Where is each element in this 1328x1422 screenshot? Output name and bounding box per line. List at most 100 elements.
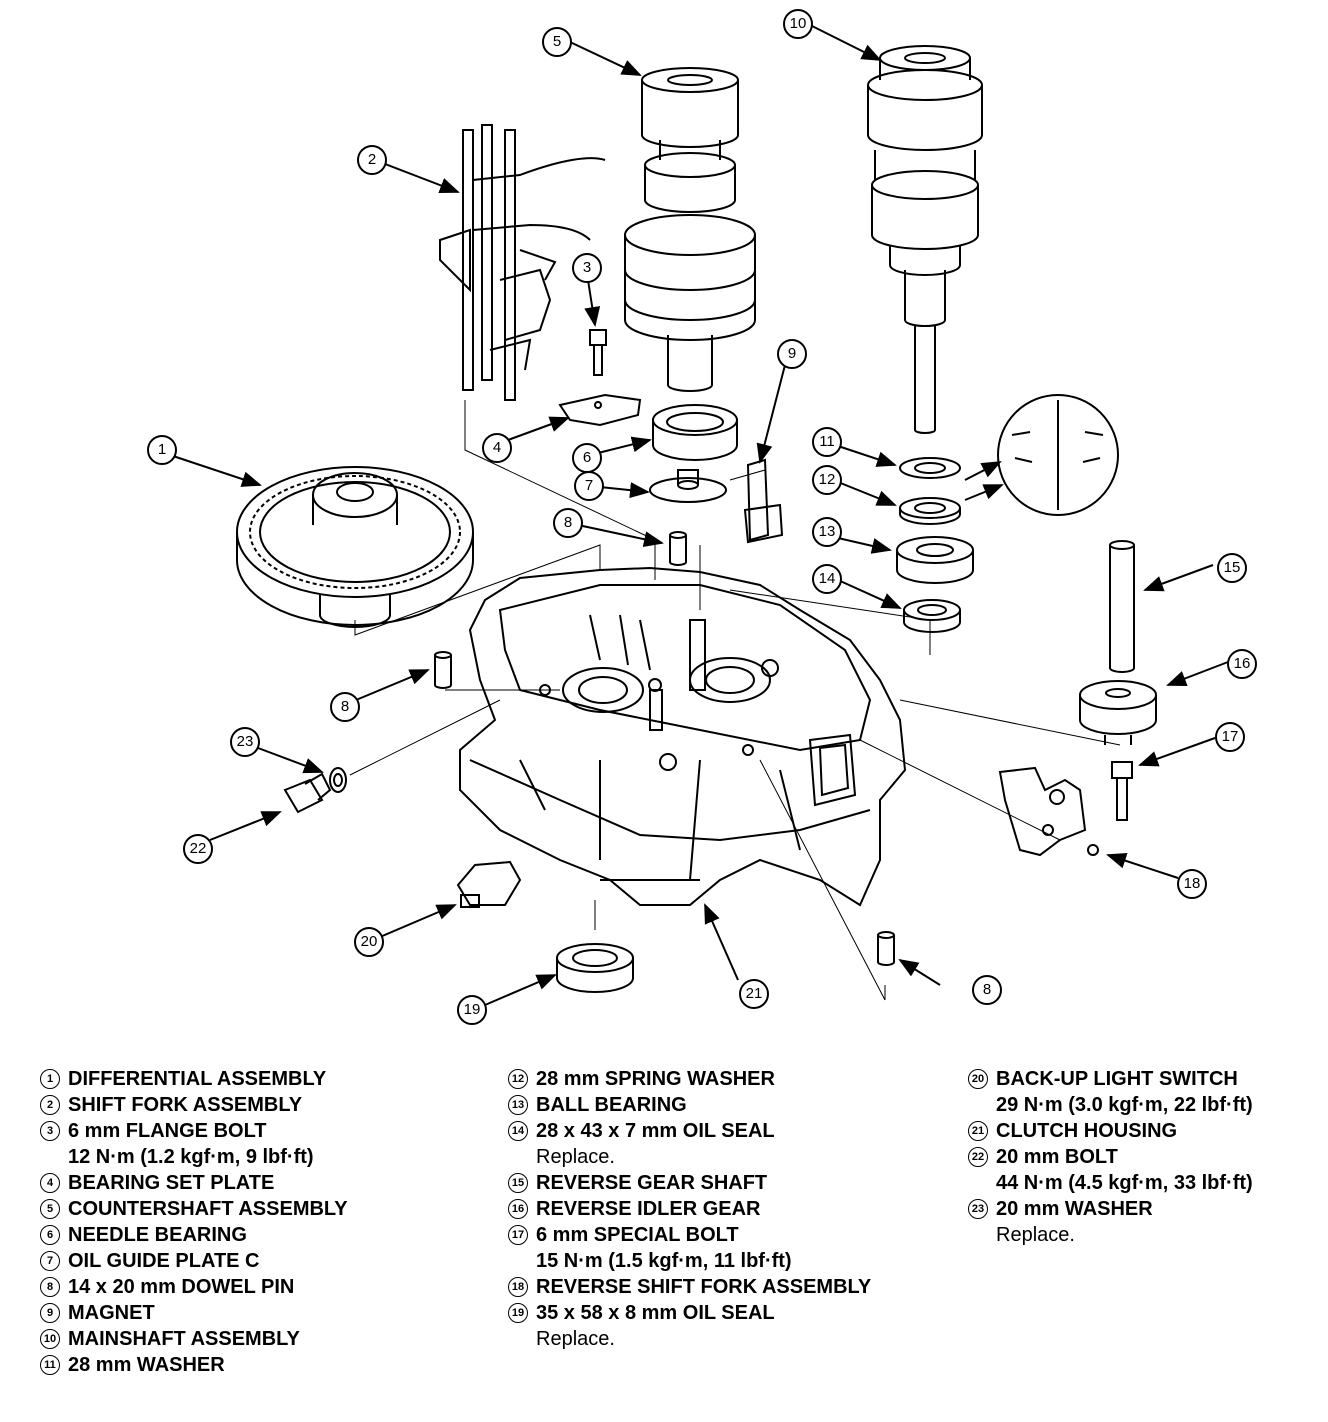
legend-item-23: 23 20 mm WASHER (968, 1196, 1253, 1222)
legend-num: 18 (508, 1277, 528, 1297)
clutch-housing (459, 566, 907, 907)
legend-torque-spec: 15 N·m (1.5 kgf·m, 11 lbf·ft) (536, 1250, 792, 1272)
legend-name: BACK-UP LIGHT SWITCH (996, 1068, 1238, 1090)
legend-column-3: 20 BACK-UP LIGHT SWITCH 29 N·m (3.0 kgf·m… (968, 1066, 1253, 1248)
callout-23: 23 (230, 727, 260, 757)
reverse-shift-fork-assembly (998, 766, 1099, 857)
legend-num: 5 (40, 1199, 60, 1219)
legend-name: DIFFERENTIAL ASSEMBLY (68, 1068, 327, 1090)
legend-name: 35 x 58 x 8 mm OIL SEAL (536, 1302, 775, 1324)
legend-name: REVERSE SHIFT FORK ASSEMBLY (536, 1276, 872, 1298)
oil-guide-plate (649, 469, 727, 503)
legend-name: REVERSE IDLER GEAR (536, 1198, 761, 1220)
callout-13: 13 (812, 517, 842, 547)
28mm-washer (899, 457, 961, 479)
magnet (743, 458, 784, 544)
legend-name: MAINSHAFT ASSEMBLY (68, 1328, 300, 1350)
callout-4: 4 (482, 433, 512, 463)
countershaft-assembly (624, 67, 756, 392)
legend-item-4: 4 BEARING SET PLATE (40, 1170, 348, 1196)
legend-name: BALL BEARING (536, 1094, 687, 1116)
legend-item-8: 8 14 x 20 mm DOWEL PIN (40, 1274, 348, 1300)
legend-num: 22 (968, 1147, 988, 1167)
back-up-light-switch (456, 860, 522, 908)
legend-num: 23 (968, 1199, 988, 1219)
legend-column-1: 1 DIFFERENTIAL ASSEMBLY 2 SHIFT FORK ASSEM… (40, 1066, 348, 1378)
legend-num: 8 (40, 1277, 60, 1297)
legend-num: 6 (40, 1225, 60, 1245)
callout-7: 7 (574, 471, 604, 501)
legend-item-10: 10 MAINSHAFT ASSEMBLY (40, 1326, 348, 1352)
legend-num: 4 (40, 1173, 60, 1193)
callout-12: 12 (812, 465, 842, 495)
legend-name: BEARING SET PLATE (68, 1172, 275, 1194)
legend-num: 10 (40, 1329, 60, 1349)
legend-num: 7 (40, 1251, 60, 1271)
legend-torque-spec: 44 N·m (4.5 kgf·m, 33 lbf·ft) (996, 1172, 1253, 1194)
legend-num: 11 (40, 1355, 60, 1375)
legend-item-6: 6 NEEDLE BEARING (40, 1222, 348, 1248)
legend-name: 6 mm FLANGE BOLT (68, 1120, 267, 1142)
legend-num: 13 (508, 1095, 528, 1115)
callout-15: 15 (1217, 553, 1247, 583)
legend-num: 2 (40, 1095, 60, 1115)
callout-16: 16 (1227, 649, 1257, 679)
legend-name: 28 x 43 x 7 mm OIL SEAL (536, 1120, 775, 1142)
legend-num: 15 (508, 1173, 528, 1193)
legend-name: 14 x 20 mm DOWEL PIN (68, 1276, 295, 1298)
oil-seal-14 (903, 599, 961, 633)
legend-name: MAGNET (68, 1302, 155, 1324)
legend-num: 14 (508, 1121, 528, 1141)
legend-item-20: 20 BACK-UP LIGHT SWITCH (968, 1066, 1253, 1092)
legend-name: 28 mm WASHER (68, 1354, 225, 1376)
legend-num: 12 (508, 1069, 528, 1089)
legend-num: 16 (508, 1199, 528, 1219)
callout-2: 2 (357, 145, 387, 175)
ball-bearing (896, 536, 974, 584)
oil-seal-19 (556, 943, 634, 993)
washer-orientation-detail (997, 394, 1119, 516)
callout-20: 20 (354, 927, 384, 957)
callout-9: 9 (777, 339, 807, 369)
legend-item-16: 16 REVERSE IDLER GEAR (508, 1196, 871, 1222)
legend-item-1: 1 DIFFERENTIAL ASSEMBLY (40, 1066, 348, 1092)
callout-17: 17 (1215, 722, 1245, 752)
legend-item-15: 15 REVERSE GEAR SHAFT (508, 1170, 871, 1196)
mainshaft-assembly (867, 45, 983, 434)
legend-name: NEEDLE BEARING (68, 1224, 247, 1246)
legend-name: REVERSE GEAR SHAFT (536, 1172, 768, 1194)
callout-11: 11 (812, 427, 842, 457)
legend-num: 21 (968, 1121, 988, 1141)
bearing-set-plate (558, 393, 642, 427)
legend-num: 1 (40, 1069, 60, 1089)
flange-bolt (589, 329, 607, 376)
callout-22: 22 (183, 834, 213, 864)
callout-8b: 8 (330, 692, 360, 722)
callout-19: 19 (457, 995, 487, 1025)
legend-name: SHIFT FORK ASSEMBLY (68, 1094, 303, 1116)
callout-18: 18 (1177, 869, 1207, 899)
callout-8c: 8 (972, 975, 1002, 1005)
callout-8a: 8 (553, 508, 583, 538)
callout-21: 21 (739, 979, 769, 1009)
legend-note: Replace. (536, 1328, 615, 1350)
needle-bearing (652, 404, 738, 461)
legend-name: 20 mm BOLT (996, 1146, 1118, 1168)
legend-item-21: 21 CLUTCH HOUSING (968, 1118, 1253, 1144)
legend-num: 17 (508, 1225, 528, 1245)
legend-item-18: 18 REVERSE SHIFT FORK ASSEMBLY (508, 1274, 871, 1300)
legend-num: 20 (968, 1069, 988, 1089)
callout-5: 5 (542, 27, 572, 57)
legend-name: 20 mm WASHER (996, 1198, 1153, 1220)
legend-item-11: 11 28 mm WASHER (40, 1352, 348, 1378)
legend-name: CLUTCH HOUSING (996, 1120, 1178, 1142)
legend-torque-spec: 29 N·m (3.0 kgf·m, 22 lbf·ft) (996, 1094, 1253, 1116)
legend-item-14: 14 28 x 43 x 7 mm OIL SEAL (508, 1118, 871, 1144)
exploded-view-drawing (169, 24, 1229, 1006)
